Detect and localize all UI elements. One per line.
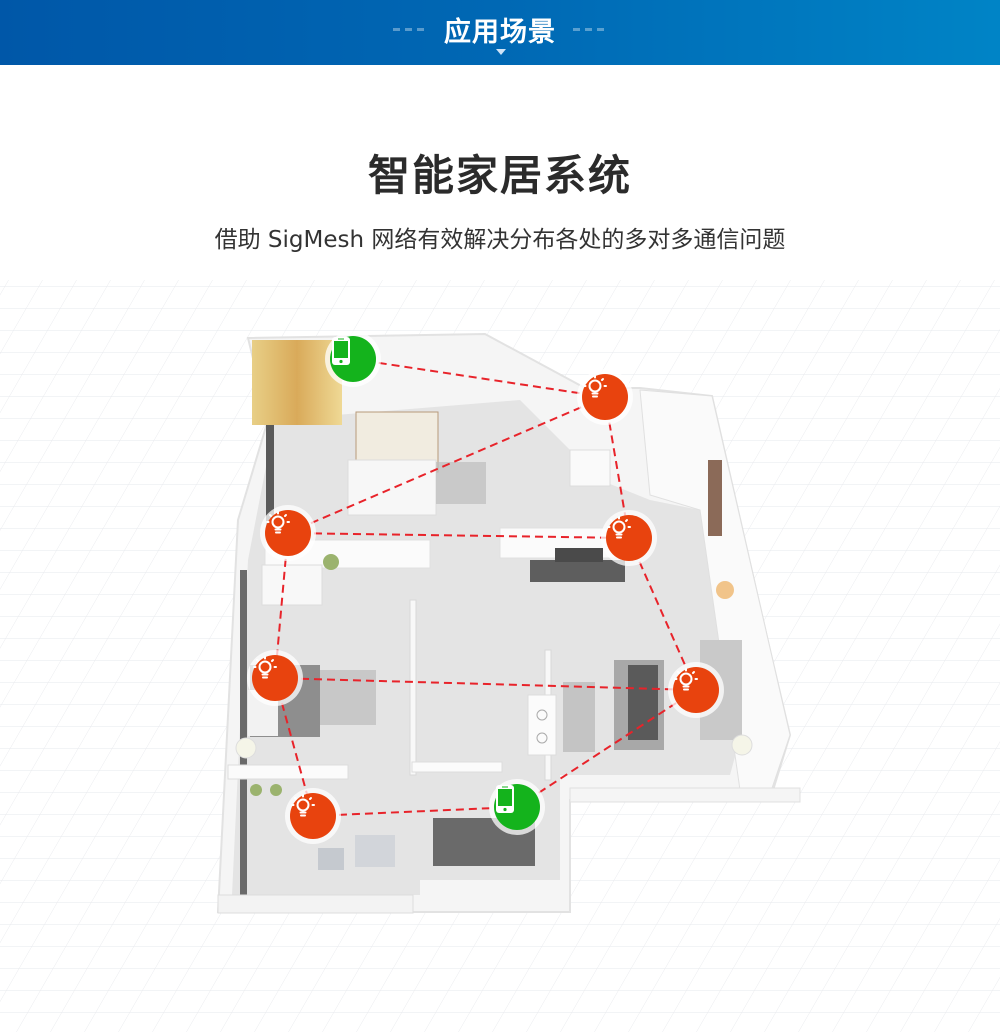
room-divider bbox=[411, 761, 503, 773]
ottoman bbox=[318, 848, 344, 870]
plant bbox=[323, 554, 339, 570]
smartphone-node bbox=[494, 784, 540, 830]
smart-bulb-node bbox=[606, 515, 652, 561]
smart-bulb-node bbox=[290, 793, 336, 839]
stove-burner bbox=[536, 709, 548, 721]
mesh-link bbox=[274, 677, 697, 691]
bed-sheet bbox=[347, 459, 437, 516]
lamp bbox=[235, 737, 257, 759]
page-title: 智能家居系统 bbox=[367, 151, 632, 200]
caret-down-icon bbox=[496, 49, 506, 55]
smart-home-floorplan-diagram bbox=[0, 280, 1000, 1032]
mesh-link bbox=[352, 358, 606, 398]
striped-rug bbox=[436, 462, 486, 504]
room-divider bbox=[227, 764, 349, 780]
loveseat bbox=[563, 682, 595, 752]
left-wall-upper bbox=[266, 420, 274, 560]
mesh-link bbox=[287, 396, 606, 534]
smart-bulb-node bbox=[673, 667, 719, 713]
smart-bulb-node bbox=[252, 655, 298, 701]
bottom-wall bbox=[217, 894, 414, 914]
left-dash-decoration bbox=[392, 28, 427, 31]
chair bbox=[716, 581, 734, 599]
floor-lamp bbox=[731, 734, 753, 756]
left-wall-lower bbox=[240, 570, 247, 900]
mesh-link bbox=[287, 532, 630, 539]
mesh-links bbox=[274, 358, 697, 817]
tv-cabinet bbox=[530, 560, 625, 582]
armchair bbox=[355, 835, 395, 867]
mesh-link bbox=[312, 806, 518, 817]
door bbox=[708, 460, 722, 536]
plant bbox=[250, 784, 262, 796]
mesh-link bbox=[628, 537, 697, 691]
mesh-link bbox=[604, 396, 630, 539]
curtain bbox=[252, 340, 342, 425]
stove-burner bbox=[536, 732, 548, 744]
section-header-title: 应用场景 bbox=[444, 17, 556, 48]
plant bbox=[270, 784, 282, 796]
right-dash-decoration bbox=[573, 28, 608, 31]
tv bbox=[555, 548, 603, 562]
outer-wall bbox=[569, 787, 801, 803]
bookshelf bbox=[569, 449, 611, 487]
section-header-banner: 应用场景 bbox=[0, 0, 1000, 65]
smart-bulb-node bbox=[582, 374, 628, 420]
smart-bulb-node bbox=[265, 510, 311, 556]
mesh-link bbox=[516, 689, 697, 808]
mesh-link bbox=[274, 532, 289, 679]
page-subtitle: 借助 SigMesh 网络有效解决分布各处的多对多通信问题 bbox=[214, 227, 786, 253]
coffee-table bbox=[628, 665, 658, 740]
smartphone-node bbox=[330, 336, 376, 382]
kitchen-counter bbox=[527, 694, 557, 756]
dresser bbox=[261, 564, 323, 606]
partition-wall bbox=[409, 599, 417, 776]
